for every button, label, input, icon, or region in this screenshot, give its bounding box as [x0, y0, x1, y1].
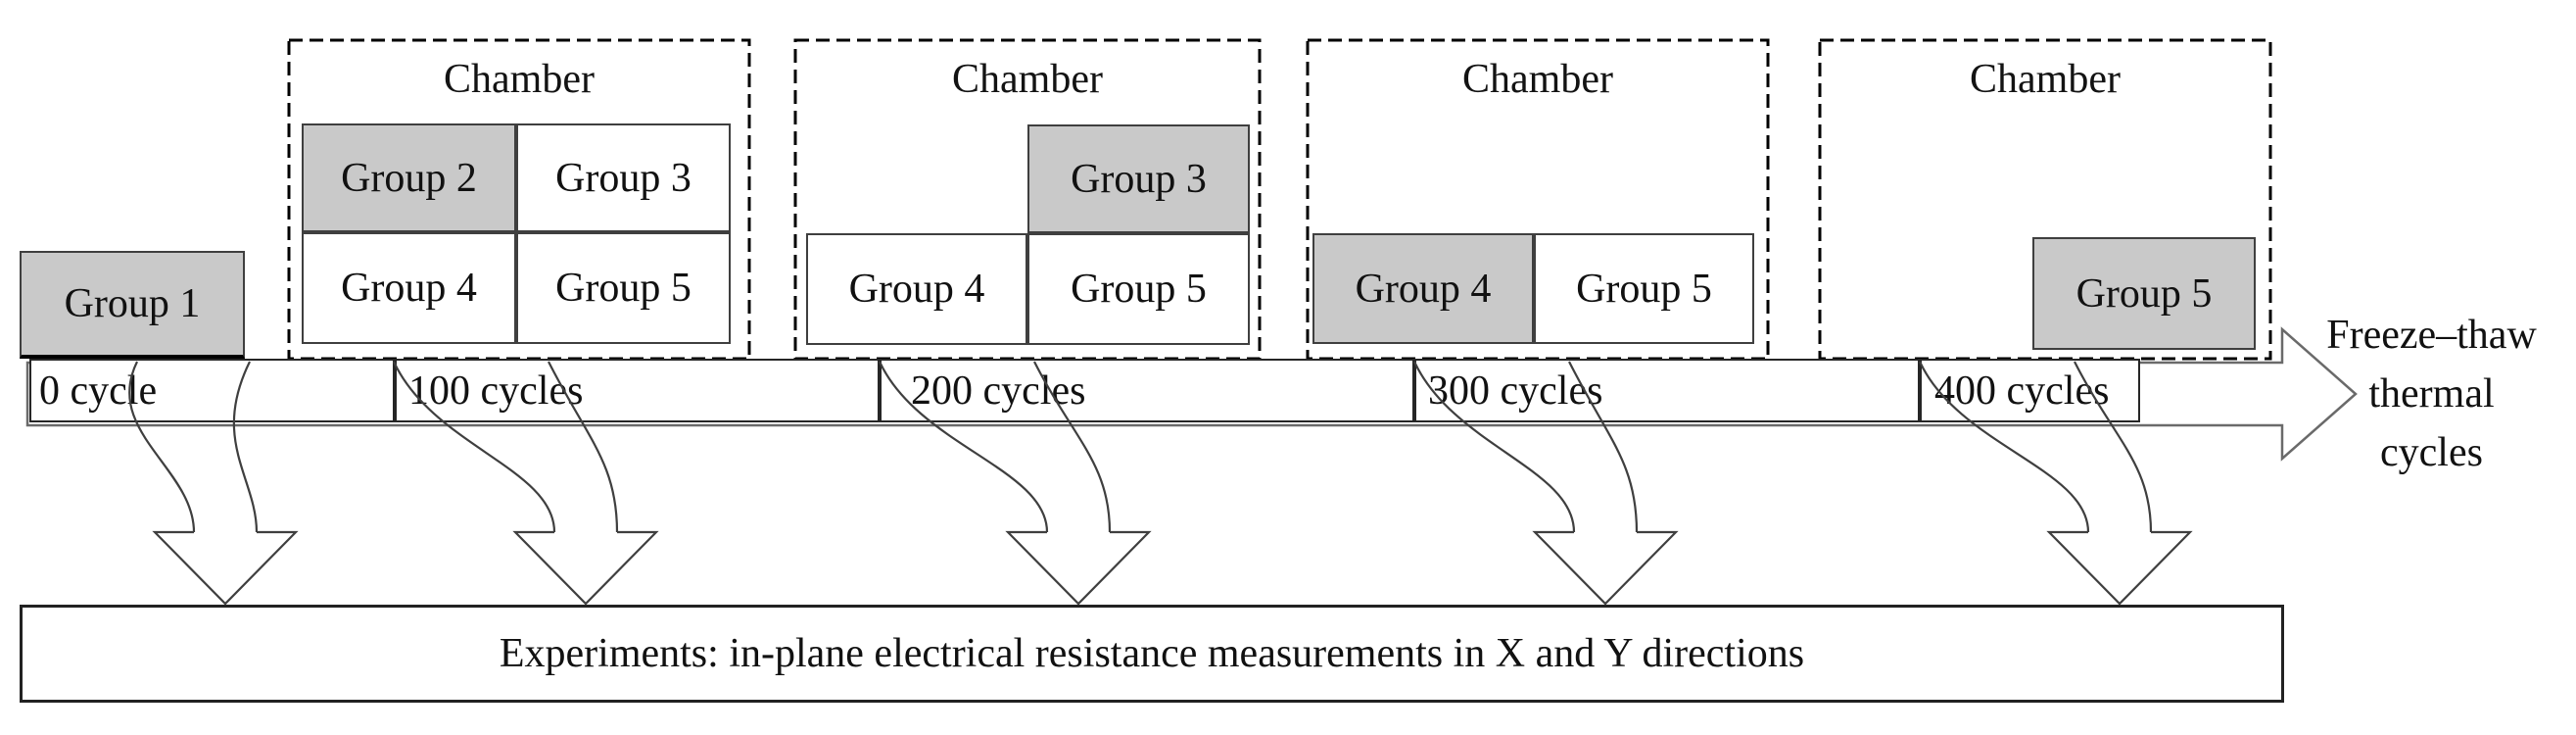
flow-arrow-2 — [393, 361, 659, 606]
group-label: Group 2 — [341, 155, 477, 201]
flow-arrow-1 — [128, 361, 299, 606]
group-label: Group 3 — [555, 155, 692, 201]
chamber-4-title: Chamber — [1970, 57, 2121, 102]
group-label: Group 5 — [1071, 267, 1207, 312]
group-label: Group 5 — [2075, 270, 2213, 317]
group-1-box: Group 1 — [20, 251, 245, 359]
chamber-2-group-5-box: Group 5 — [1027, 233, 1250, 345]
chamber-1-group-3-box: Group 3 — [516, 123, 731, 232]
tick-label: 400 cycles — [1934, 368, 2110, 414]
chamber-1-title: Chamber — [444, 57, 595, 102]
group-label: Group 5 — [1576, 266, 1712, 312]
timeline-tick-200-cycles: 200 cycles — [880, 359, 1414, 422]
timeline-tick-300-cycles: 300 cycles — [1414, 359, 1920, 422]
timeline-tick-400-cycles: 400 cycles — [1920, 359, 2140, 422]
group-label: Group 4 — [341, 266, 477, 311]
chamber-1-group-2-box: Group 2 — [302, 123, 516, 232]
timeline-tick-100-cycles: 100 cycles — [395, 359, 880, 422]
tick-label: 100 cycles — [408, 368, 584, 414]
chamber-1-group-4-box: Group 4 — [302, 232, 516, 344]
axis-label-line: thermal — [2368, 371, 2495, 416]
tick-label: 0 cycle — [39, 368, 158, 414]
flow-arrow-5 — [1919, 361, 2193, 606]
axis-label-line: cycles — [2380, 430, 2483, 475]
chamber-3-group-4-box: Group 4 — [1312, 233, 1534, 344]
chamber-3-title: Chamber — [1462, 57, 1613, 102]
tick-label: 200 cycles — [911, 368, 1086, 414]
experiments-box: Experiments: in-plane electrical resista… — [20, 605, 2284, 703]
group-1-label: Group 1 — [64, 281, 201, 326]
chamber-3-group-5-box: Group 5 — [1534, 233, 1754, 344]
group-label: Group 5 — [555, 266, 692, 311]
experiments-label: Experiments: in-plane electrical resista… — [499, 631, 1805, 676]
flow-arrow-4 — [1413, 361, 1679, 606]
group-label: Group 4 — [1355, 266, 1492, 312]
tick-label: 300 cycles — [1428, 368, 1603, 414]
timeline-tick-0-cycle: 0 cycle — [29, 359, 395, 422]
timeline-axis-label: Freeze–thaw thermal cycles — [2287, 306, 2576, 482]
axis-label-line: Freeze–thaw — [2326, 313, 2537, 358]
chamber-2-group-3-box: Group 3 — [1027, 124, 1250, 233]
chamber-4-group-5-box: Group 5 — [2032, 237, 2256, 350]
group-label: Group 3 — [1071, 156, 1207, 202]
chamber-1-group-5-box: Group 5 — [516, 232, 731, 344]
flow-arrow-3 — [879, 361, 1152, 606]
group-label: Group 4 — [848, 267, 985, 312]
chamber-2-title: Chamber — [952, 57, 1103, 102]
chamber-2-group-4-box: Group 4 — [806, 233, 1027, 345]
